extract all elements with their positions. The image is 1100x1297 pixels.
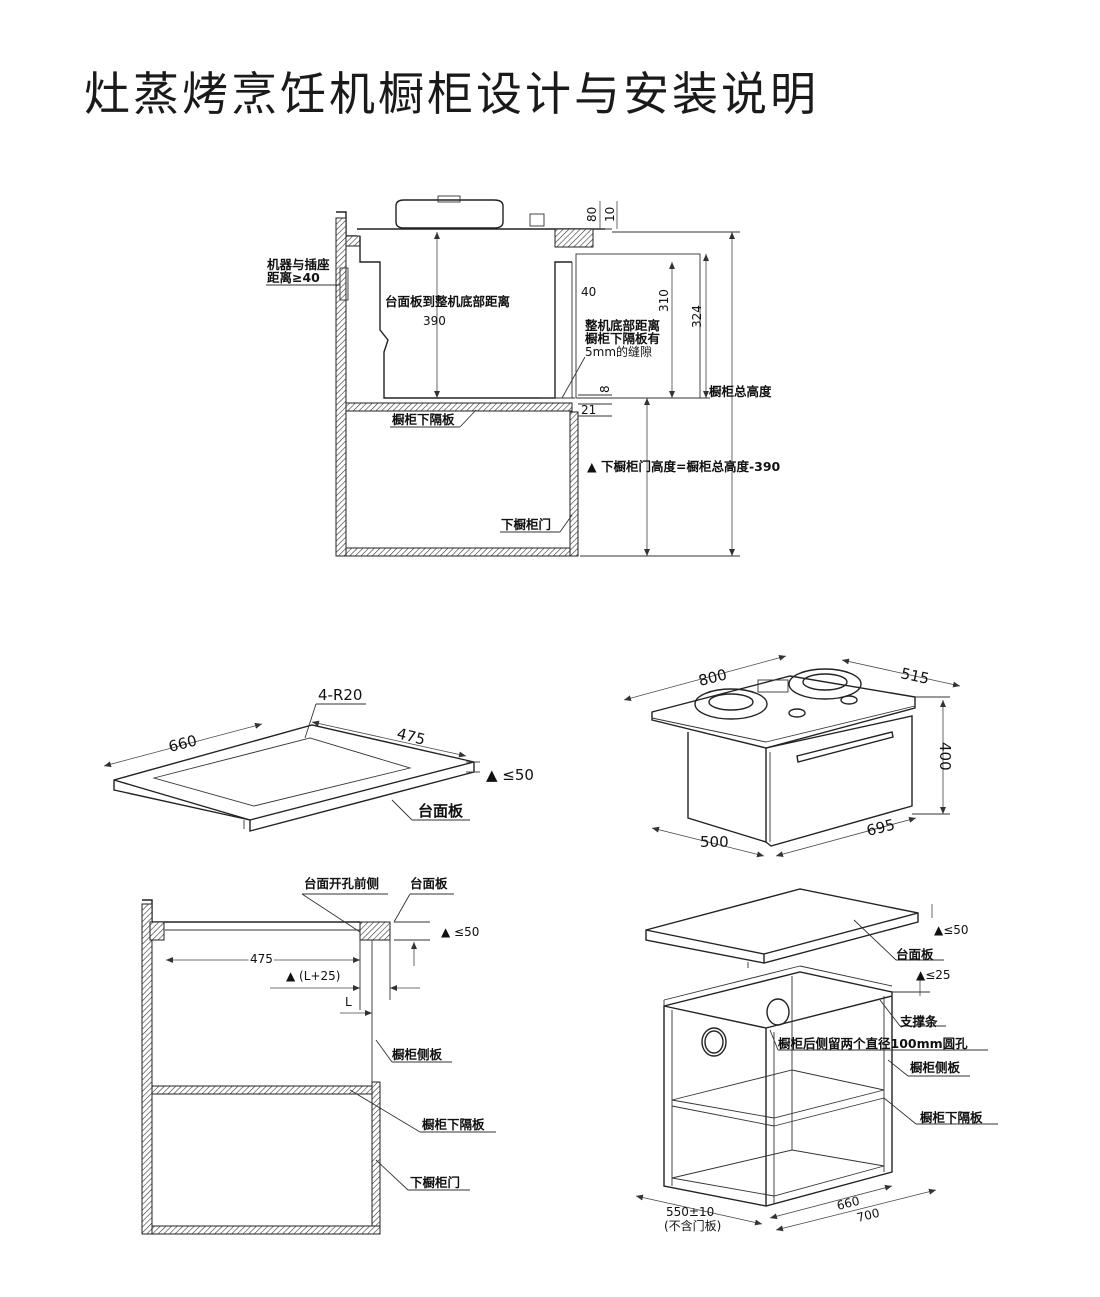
countertop-slab bbox=[645, 888, 919, 964]
section5-labels: ▲≤50 台面板 ▲≤25 支撑条 橱柜后侧留两个直径100mm圆孔 橱柜侧板 … bbox=[664, 923, 983, 1233]
radius-label: 4-R20 bbox=[318, 686, 362, 704]
section2-labels: 4-R20 660 475 ▲ ≤50 台面板 bbox=[167, 686, 534, 820]
plug-distance-line2: 距离≥40 bbox=[267, 270, 320, 285]
side-panel-label: 橱柜侧板 bbox=[392, 1047, 443, 1062]
knob-right bbox=[840, 695, 858, 705]
dim-21: 21 bbox=[581, 403, 596, 417]
appliance-side bbox=[687, 732, 767, 843]
countertop-back-hatch bbox=[345, 235, 361, 247]
dim-550: 550±10 bbox=[666, 1205, 714, 1219]
dim-660: 660 bbox=[167, 731, 199, 755]
dim-324: 324 bbox=[690, 305, 704, 328]
support-strip-label: 支撑条 bbox=[899, 1014, 938, 1029]
thickness-label: ▲ ≤50 bbox=[441, 925, 479, 939]
section-front-section bbox=[141, 893, 496, 1235]
dim-800-line bbox=[623, 654, 787, 702]
dim-80: 80 bbox=[585, 207, 599, 222]
left-side-panel bbox=[141, 903, 153, 1235]
lower-door-label: 下橱柜门 bbox=[501, 517, 551, 532]
dim-475: 475 bbox=[250, 952, 273, 966]
dim-550-line bbox=[635, 1194, 763, 1226]
dim-660: 660 bbox=[835, 1194, 861, 1213]
plug-socket bbox=[339, 267, 349, 301]
dim-515-line bbox=[841, 658, 961, 688]
cabinet-bottom bbox=[151, 1225, 381, 1235]
section4-labels: 台面开孔前侧 台面板 ▲ ≤50 475 ▲ (L+25) L 橱柜侧板 橱柜下… bbox=[248, 876, 485, 1190]
cabinet-bottom bbox=[345, 547, 573, 557]
dim-390: 390 bbox=[423, 314, 446, 328]
gap-label-line2: 橱柜下隔板有 bbox=[585, 331, 660, 346]
dim-400: 400 bbox=[936, 742, 954, 771]
cabinet-back-wall bbox=[335, 217, 347, 557]
countertop-label: 台面板 bbox=[896, 947, 934, 962]
section1-labels: 80 10 机器与插座 距离≥40 台面板到整机底部距离 390 40 310 … bbox=[267, 207, 781, 532]
dim-500-line bbox=[651, 826, 765, 858]
back-hole-left bbox=[701, 1027, 727, 1057]
partition-board bbox=[671, 1069, 885, 1119]
dim-695: 695 bbox=[865, 815, 897, 839]
appliance-top-panel bbox=[651, 675, 916, 749]
door-height-formula: ▲ 下橱柜门高度=橱柜总高度-390 bbox=[587, 459, 781, 474]
appliance-front bbox=[765, 715, 913, 847]
l-plus-25: ▲ (L+25) bbox=[286, 969, 340, 983]
burner-cap bbox=[437, 195, 461, 203]
dim-475-line bbox=[311, 720, 467, 758]
knob bbox=[529, 213, 545, 227]
cabinet-frame bbox=[663, 971, 893, 1207]
lower-door bbox=[371, 1081, 381, 1235]
section-appliance bbox=[623, 654, 961, 858]
lower-partition bbox=[151, 1085, 373, 1095]
plug-distance-line1: 机器与插座 bbox=[267, 257, 330, 272]
countertop-front-hatch bbox=[554, 228, 594, 248]
lower-partition-board bbox=[345, 402, 573, 412]
back-hole-right bbox=[766, 998, 790, 1026]
support-thickness-label: ▲≤25 bbox=[916, 968, 951, 982]
lower-door-label: 下橱柜门 bbox=[410, 1175, 460, 1190]
page-title: 灶蒸烤烹饪机橱柜设计与安装说明 bbox=[84, 67, 819, 121]
thickness-label: ▲≤50 bbox=[934, 923, 969, 937]
dim-310: 310 bbox=[657, 289, 671, 312]
countertop-to-bottom-label: 台面板到整机底部距离 bbox=[385, 294, 510, 309]
dim-8: 8 bbox=[598, 385, 612, 393]
thickness-label: ▲ ≤50 bbox=[486, 766, 534, 784]
appliance-body bbox=[359, 236, 572, 399]
lower-door bbox=[569, 411, 579, 557]
vent bbox=[757, 679, 789, 693]
side-panel-label: 橱柜侧板 bbox=[910, 1060, 961, 1075]
dim-500: 500 bbox=[700, 833, 729, 851]
countertop-front-edge bbox=[113, 779, 251, 821]
section3-labels: 800 515 400 500 695 bbox=[697, 664, 954, 851]
excl-door-label: (不含门板) bbox=[664, 1218, 721, 1233]
front-top-edge bbox=[663, 1005, 767, 1029]
cabinet-total-height-label: 橱柜总高度 bbox=[709, 384, 772, 399]
dim-695-line bbox=[775, 816, 917, 858]
lower-partition-label: 橱柜下隔板 bbox=[422, 1117, 485, 1132]
section-countertop bbox=[103, 703, 480, 832]
dim-40: 40 bbox=[581, 285, 596, 299]
countertop-label: 台面板 bbox=[410, 876, 448, 891]
oven-handle bbox=[796, 731, 894, 763]
dim-700: 700 bbox=[855, 1206, 881, 1225]
dim-700-line bbox=[775, 1188, 937, 1232]
l-label: L bbox=[345, 995, 352, 1009]
dim-10: 10 bbox=[603, 207, 617, 222]
section-cabinet-3d bbox=[635, 888, 998, 1232]
countertop-label: 台面板 bbox=[418, 802, 464, 820]
lower-partition-label: 橱柜下隔板 bbox=[392, 412, 455, 427]
gap-label-line3: 5mm的缝隙 bbox=[585, 344, 652, 359]
dim-660-line bbox=[103, 722, 263, 768]
burner-body bbox=[395, 199, 504, 229]
section-cross-section bbox=[266, 195, 740, 557]
back-holes-label: 橱柜后侧留两个直径100mm圆孔 bbox=[778, 1036, 968, 1051]
right-countertop-hatch bbox=[359, 921, 391, 941]
left-countertop-hatch bbox=[149, 921, 165, 941]
gap-label-line1: 整机底部距离 bbox=[585, 318, 660, 333]
dim-800: 800 bbox=[697, 665, 729, 689]
lower-partition-label: 橱柜下隔板 bbox=[920, 1110, 983, 1125]
dim-515: 515 bbox=[899, 664, 931, 688]
knob-left bbox=[788, 708, 806, 718]
front-cutout-label: 台面开孔前侧 bbox=[304, 876, 379, 891]
